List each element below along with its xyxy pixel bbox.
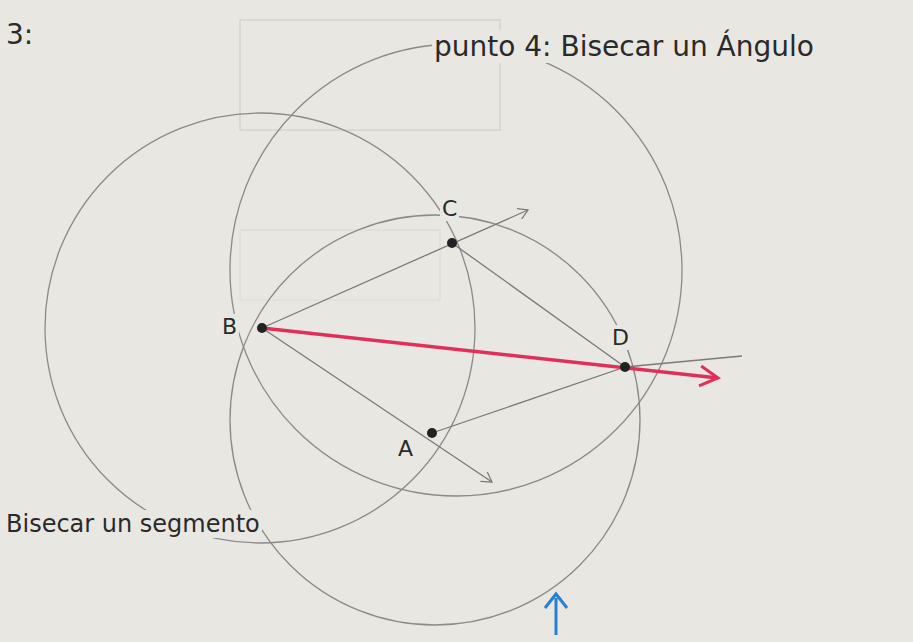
point-label: B — [220, 314, 239, 339]
section-number: 3: — [6, 18, 33, 51]
faded-print-box — [240, 230, 440, 300]
compass-circle — [230, 215, 640, 625]
construction-line — [625, 356, 742, 367]
construction-line — [452, 243, 625, 367]
point-dot — [427, 428, 437, 438]
point-label: C — [440, 196, 459, 221]
point-label: D — [610, 325, 631, 350]
page-heading: punto 4: Bisecar un Ángulo — [432, 30, 816, 63]
point-dot — [620, 362, 630, 372]
bisector-ray — [262, 328, 718, 378]
compass-circle — [45, 113, 475, 543]
point-dot — [447, 238, 457, 248]
compass-circle — [230, 44, 682, 496]
point-dot — [257, 323, 267, 333]
section-heading: Bisecar un segmento — [4, 510, 262, 538]
construction-line — [432, 367, 625, 433]
blue-arrow — [545, 594, 567, 635]
point-label: A — [396, 436, 415, 461]
